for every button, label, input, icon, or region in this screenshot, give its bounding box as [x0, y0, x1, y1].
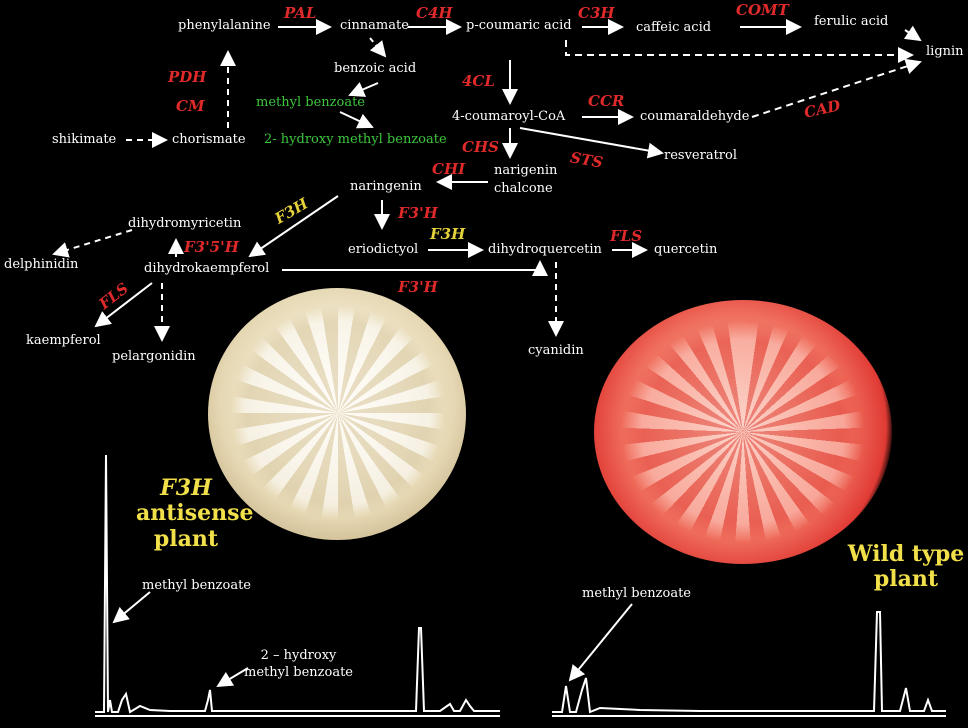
arrow-ferulic-lignin: [905, 30, 920, 40]
left-title-line-2: antisense: [136, 501, 236, 526]
compound-2-hydroxy-methyl-benzoate: 2- hydroxy methyl benzoate: [264, 133, 447, 146]
right-peak-label-methyl-benzoate: methyl benzoate: [582, 586, 691, 603]
left-peak-label-2-hydroxy-line-1: 2 – hydroxy: [244, 648, 353, 665]
compound-ferulic-acid: ferulic acid: [814, 15, 888, 28]
arrow-pcoumaric-lignin: [566, 40, 912, 55]
compound-dihydromyricetin: dihydromyricetin: [128, 217, 241, 230]
compound-chalcone: chalcone: [494, 182, 553, 195]
right-title-line-2: plant: [846, 567, 966, 592]
enzyme-cm: CM: [176, 99, 205, 114]
right-panel-title: Wild type plant: [846, 542, 966, 593]
enzyme-c4h: C4H: [416, 6, 453, 21]
compound-quercetin: quercetin: [654, 243, 717, 256]
left-title-line-1: F3H: [136, 476, 236, 501]
compound-phenylalanine: phenylalanine: [178, 19, 271, 32]
arrow-sts: [520, 128, 662, 153]
arrow-dhm-delphinidin: [54, 230, 132, 254]
arrow-benzoic-mb: [350, 83, 378, 95]
compound-chorismate: chorismate: [172, 133, 246, 146]
compound-shikimate: shikimate: [52, 133, 116, 146]
left-peak-label-2-hydroxy: 2 – hydroxy methyl benzoate: [244, 648, 353, 682]
enzyme-f3primeh-1: F3'H: [398, 206, 438, 221]
left-peak-label-methyl-benzoate: methyl benzoate: [142, 578, 251, 595]
enzyme-f3h-2: F3H: [430, 227, 465, 242]
compound-pelargonidin: pelargonidin: [112, 350, 196, 363]
compound-4-coumaroyl-coa: 4-coumaroyl-CoA: [452, 110, 565, 123]
left-panel-title: F3H antisense plant: [136, 476, 236, 552]
compound-cinnamate: cinnamate: [340, 19, 409, 32]
enzyme-pal: PAL: [284, 6, 316, 21]
wild-type-carnation-ruffles: [620, 320, 866, 544]
compound-coumaraldehyde: coumaraldehyde: [640, 110, 749, 123]
enzyme-chs: CHS: [462, 140, 499, 155]
right-chromatogram-trace: [552, 612, 946, 712]
enzyme-ccr: CCR: [588, 94, 624, 109]
right-title-line-1: Wild type: [846, 542, 966, 567]
arrow-cinnamate-benzoic: [370, 38, 385, 56]
enzyme-4cl: 4CL: [462, 74, 495, 89]
enzyme-chi: CHI: [432, 162, 465, 177]
compound-delphinidin: delphinidin: [4, 258, 78, 271]
enzyme-c3h: C3H: [578, 6, 615, 21]
compound-dihydrokaempferol: dihydrokaempferol: [144, 262, 269, 275]
enzyme-pdh: PDH: [168, 70, 206, 85]
compound-kaempferol: kaempferol: [26, 334, 101, 347]
arrow-f3primeh-2: [282, 262, 540, 270]
compound-narigenin: narigenin: [494, 164, 557, 177]
compound-naringenin: naringenin: [350, 180, 422, 193]
compound-caffeic-acid: caffeic acid: [636, 21, 711, 34]
white-carnation-ruffles: [230, 305, 446, 521]
compound-dihydroquercetin: dihydroquercetin: [488, 243, 602, 256]
compound-lignin: lignin: [926, 45, 964, 58]
enzyme-fls-1: FLS: [610, 229, 642, 244]
left-title-line-3: plant: [136, 527, 236, 552]
enzyme-comt: COMT: [736, 3, 789, 18]
compound-cyanidin: cyanidin: [528, 344, 584, 357]
compound-resveratrol: resveratrol: [664, 149, 737, 162]
compound-p-coumaric-acid: p-coumaric acid: [466, 19, 572, 32]
compound-eriodictyol: eriodictyol: [348, 243, 418, 256]
compound-methyl-benzoate: methyl benzoate: [256, 96, 365, 109]
enzyme-f35h: F3'5'H: [184, 240, 239, 255]
arrow-mb-hmb: [340, 112, 372, 127]
enzyme-f3primeh-2: F3'H: [398, 280, 438, 295]
arrow-left-mb: [114, 592, 150, 622]
arrow-right-mb: [570, 604, 632, 680]
left-peak-label-2-hydroxy-line-2: methyl benzoate: [244, 665, 353, 682]
compound-benzoic-acid: benzoic acid: [334, 62, 416, 75]
